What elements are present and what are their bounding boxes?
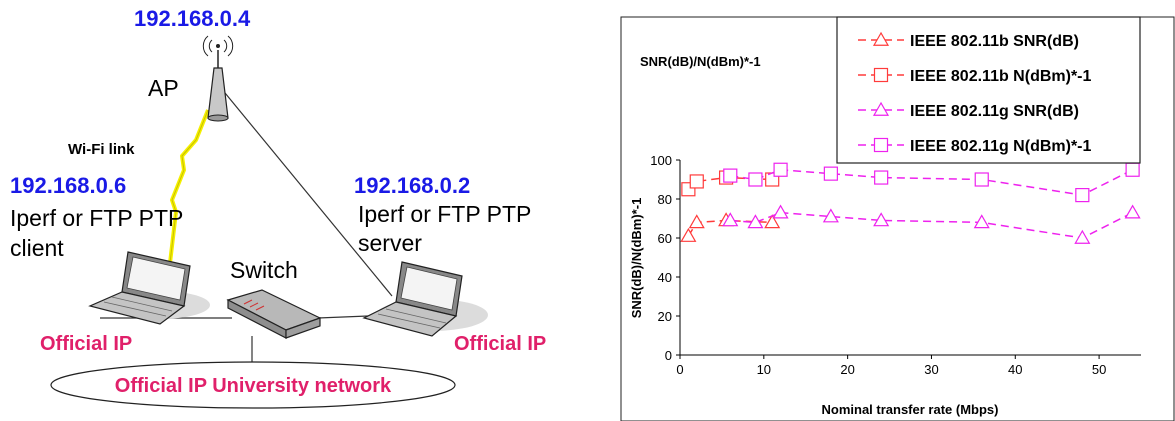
data-point-square: [874, 170, 889, 185]
x-tick-label: 50: [1092, 362, 1106, 377]
y-tick-label: 20: [658, 309, 672, 324]
data-point-square: [873, 67, 889, 83]
ap-server-link: [215, 81, 393, 297]
data-point-square: [689, 174, 704, 189]
legend-label: IEEE 802.11g SNR(dB): [910, 103, 1079, 120]
client-role-line2: client: [10, 235, 64, 261]
series-3: [722, 204, 1141, 244]
data-point-square: [823, 166, 838, 181]
y-tick-label: 0: [665, 348, 672, 363]
client-ip-label: 192.168.0.6: [10, 173, 126, 198]
legend-label: IEEE 802.11g N(dBm)*-1: [910, 138, 1092, 155]
client-role-line1: Iperf or FTP PTP: [10, 205, 183, 231]
x-tick-label: 30: [924, 362, 938, 377]
data-point-square: [773, 162, 788, 177]
data-point-triangle: [872, 101, 890, 116]
chart-ylabel: SNR(dB)/N(dBm)*-1: [629, 198, 644, 319]
legend-label: IEEE 802.11b SNR(dB): [910, 33, 1079, 50]
series-line: [730, 211, 1133, 239]
series-4: [723, 162, 1140, 203]
chart-title: SNR(dB)/N(dBm)*-1: [640, 54, 761, 69]
switch-label: Switch: [230, 257, 298, 283]
server-laptop-icon: [362, 261, 488, 337]
chart-series: [680, 162, 1141, 244]
server-role-line2: server: [358, 230, 422, 256]
client-laptop-icon: [88, 251, 210, 325]
legend-entry-4: IEEE 802.11g N(dBm)*-1: [858, 137, 1092, 155]
y-tick-label: 100: [650, 153, 672, 168]
university-network-label: Official IP University network: [115, 375, 392, 397]
ap-label: AP: [148, 75, 179, 101]
data-point-square: [873, 137, 889, 153]
server-ip-label: 192.168.0.2: [354, 173, 470, 198]
data-point-triangle: [772, 204, 789, 219]
data-point-square: [974, 172, 989, 187]
network-diagram: 192.168.0.4 AP Wi-Fi link 192.168.0.6 Ip…: [10, 6, 546, 409]
x-tick-label: 40: [1008, 362, 1022, 377]
y-tick-label: 60: [658, 231, 672, 246]
wifi-link-bolt-edge: [167, 109, 209, 281]
client-official-ip-label: Official IP: [40, 333, 132, 355]
legend-entry-1: IEEE 802.11b SNR(dB): [858, 31, 1079, 50]
data-point-triangle: [1124, 204, 1141, 219]
access-point-icon: [202, 35, 234, 122]
chart: SNR(dB)/N(dBm)*-1 SNR(dB)/N(dBm)*-1 Nomi…: [620, 16, 1175, 421]
ap-ip-label: 192.168.0.4: [134, 6, 251, 31]
switch-server-link: [317, 315, 369, 319]
server-official-ip-label: Official IP: [454, 333, 546, 355]
data-point-square: [723, 168, 738, 183]
legend-label: IEEE 802.11b N(dBm)*-1: [910, 68, 1092, 85]
data-point-triangle: [680, 227, 697, 242]
y-tick-label: 40: [658, 270, 672, 285]
data-point-triangle: [872, 31, 890, 46]
series-2: [681, 170, 780, 197]
data-point-triangle: [973, 214, 990, 229]
chart-axes: 0 20 40 60 80 100 0 10 20 30 40 50: [650, 153, 1141, 377]
wifi-link-label: Wi-Fi link: [68, 141, 135, 158]
chart-legend: IEEE 802.11b SNR(dB) IEEE 802.11b N(dBm)*…: [836, 16, 1141, 164]
data-point-triangle: [822, 208, 839, 223]
y-tick-label: 80: [658, 192, 672, 207]
chart-xlabel: Nominal transfer rate (Mbps): [822, 402, 999, 417]
data-point-triangle: [1074, 229, 1091, 244]
data-point-square: [748, 172, 763, 187]
data-point-square: [1125, 162, 1140, 177]
university-network-ellipse: [50, 361, 456, 409]
switch-icon: [226, 289, 322, 339]
data-point-triangle: [764, 214, 781, 229]
data-point-triangle: [688, 214, 705, 229]
data-point-triangle: [873, 212, 890, 227]
legend-entry-3: IEEE 802.11g SNR(dB): [858, 101, 1079, 120]
x-tick-label: 10: [757, 362, 771, 377]
data-point-triangle: [722, 212, 739, 227]
data-point-square: [1075, 188, 1090, 203]
data-point-triangle: [747, 214, 764, 229]
server-role-line1: Iperf or FTP PTP: [358, 201, 531, 227]
x-tick-label: 20: [840, 362, 854, 377]
x-tick-label: 0: [676, 362, 683, 377]
legend-entry-2: IEEE 802.11b N(dBm)*-1: [858, 67, 1092, 85]
